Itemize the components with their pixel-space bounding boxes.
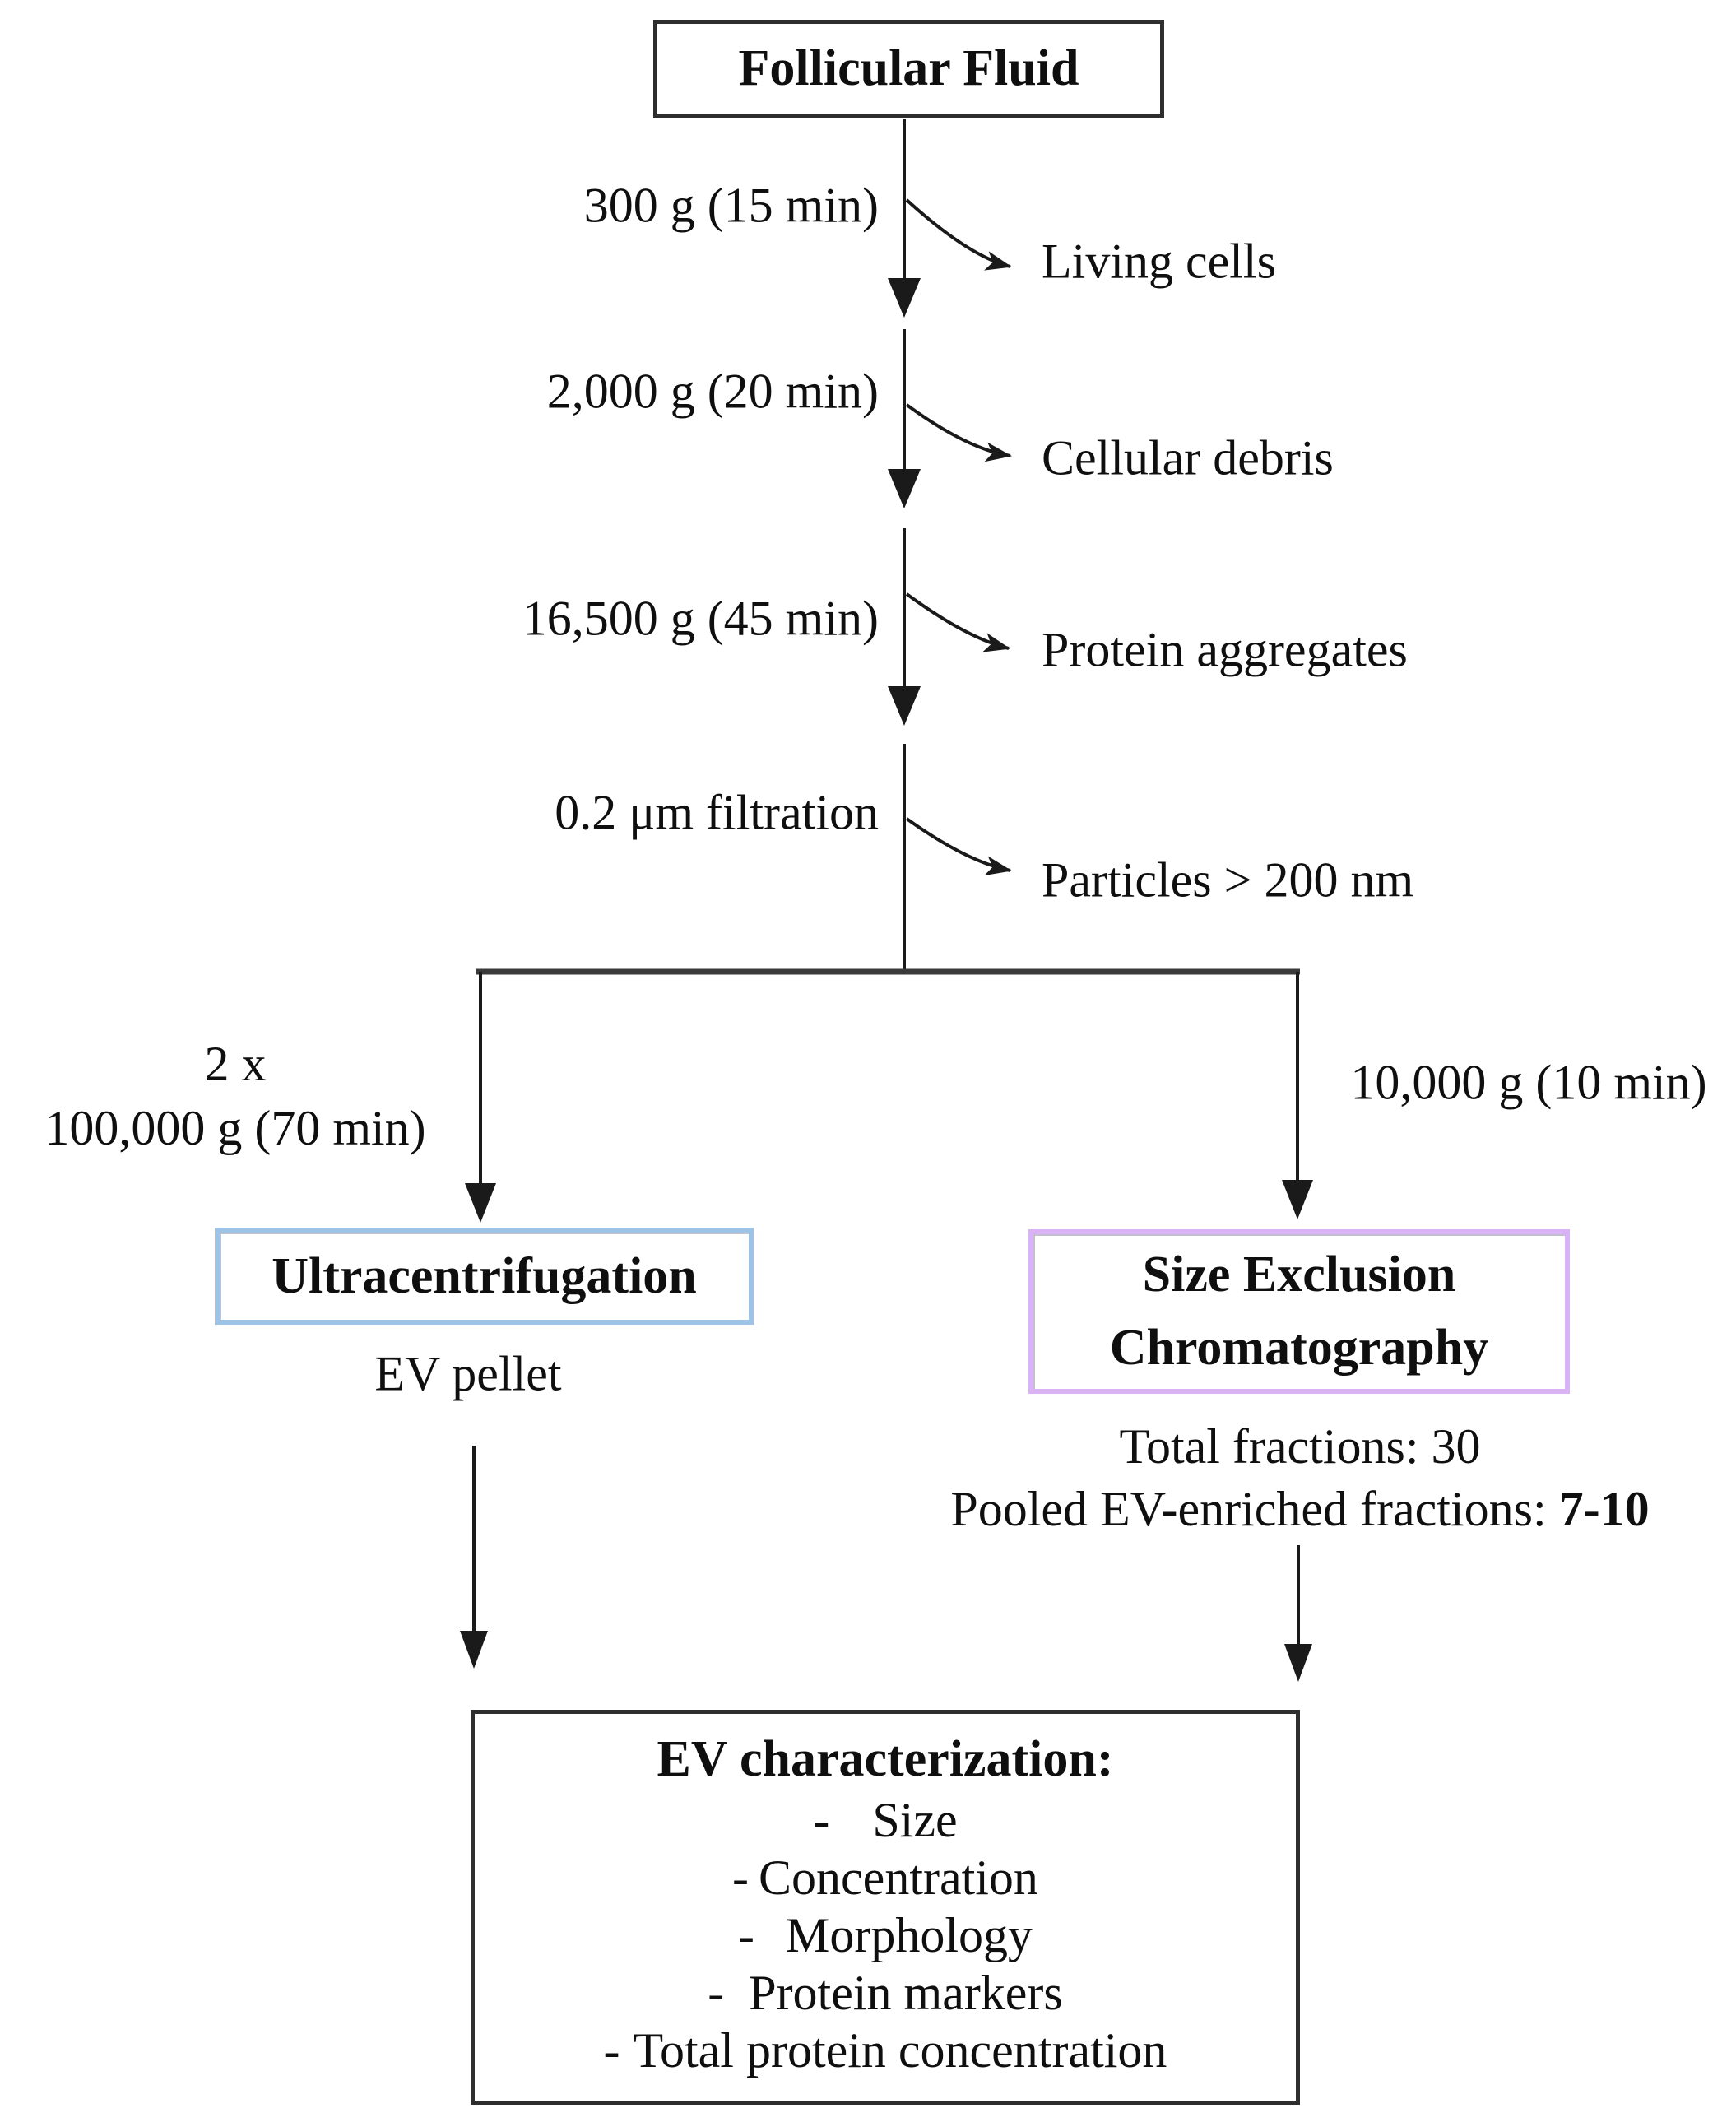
- dash-bullet: -: [738, 1908, 754, 1962]
- step-label-2000g: 2,000 g (20 min): [546, 364, 879, 419]
- step-label-300g: 300 g (15 min): [583, 178, 879, 233]
- dash-bullet: -: [708, 1966, 725, 2020]
- sec-fraction-notes: Total fractions: 30 Pooled EV-enriched f…: [950, 1415, 1649, 1540]
- byproduct-arrows: [905, 198, 1012, 876]
- ev-characterization-box: EV characterization: -Size -Concentratio…: [471, 1710, 1300, 2105]
- left-condition-line1: 2 x: [204, 1037, 267, 1091]
- step-label-filtration: 0.2 μm filtration: [555, 785, 879, 840]
- characterization-item-size: -Size: [813, 1793, 958, 1847]
- byproduct-living-cells: Living cells: [1042, 234, 1276, 289]
- size-exclusion-chromatography-box: Size Exclusion Chromatography: [1028, 1229, 1570, 1394]
- sec-label-line2: Chromatography: [1109, 1320, 1489, 1376]
- dash-bullet: -: [732, 1850, 750, 1905]
- dash-bullet: -: [603, 2023, 620, 2078]
- ultracentrifugation-box: Ultracentrifugation: [215, 1228, 754, 1325]
- arrow-living-cells: [905, 198, 1012, 271]
- dash-bullet: -: [813, 1793, 830, 1847]
- sec-label-line1: Size Exclusion: [1142, 1247, 1456, 1302]
- branch-junction: [465, 968, 1313, 1223]
- characterization-item-concentration: -Concentration: [732, 1850, 1038, 1905]
- arrow-particles: [905, 817, 1012, 876]
- arrow-protein-aggregates: [905, 592, 1010, 652]
- follicular-fluid-box: Follicular Fluid: [653, 20, 1164, 118]
- ev-characterization-title: EV characterization:: [657, 1731, 1114, 1787]
- left-condition-line2: 100,000 g (70 min): [44, 1101, 426, 1155]
- total-fractions-note: Total fractions: 30: [1119, 1419, 1481, 1474]
- right-down-arrowhead: [1284, 1644, 1312, 1682]
- right-branch-arrowhead: [1282, 1180, 1313, 1219]
- byproduct-protein-aggregates: Protein aggregates: [1042, 622, 1408, 677]
- right-branch-condition: 10,000 g (10 min): [1350, 1055, 1707, 1110]
- byproduct-particles: Particles > 200 nm: [1042, 852, 1414, 908]
- ev-pellet-label: EV pellet: [374, 1346, 562, 1401]
- characterization-item-protein-markers: -Protein markers: [708, 1966, 1063, 2020]
- pooled-fractions-range: 7-10: [1558, 1482, 1650, 1536]
- pooled-fractions-note: Pooled EV-enriched fractions: 7-10: [950, 1482, 1650, 1536]
- follicular-fluid-label: Follicular Fluid: [738, 40, 1079, 96]
- byproduct-cellular-debris: Cellular debris: [1042, 430, 1334, 485]
- characterization-item-morphology: -Morphology: [738, 1908, 1033, 1962]
- ultracentrifugation-label: Ultracentrifugation: [272, 1247, 697, 1304]
- characterization-item-total-protein: -Total protein concentration: [603, 2023, 1167, 2078]
- arrow-cellular-debris: [905, 403, 1012, 462]
- left-branch-arrowhead: [465, 1183, 496, 1223]
- left-down-arrowhead: [460, 1631, 488, 1669]
- step-label-16500g: 16,500 g (45 min): [522, 591, 879, 646]
- characterization-arrows: [460, 1446, 1312, 1682]
- left-branch-condition: 2 x 100,000 g (70 min): [44, 1032, 425, 1160]
- main-flow-arrows: [888, 119, 921, 972]
